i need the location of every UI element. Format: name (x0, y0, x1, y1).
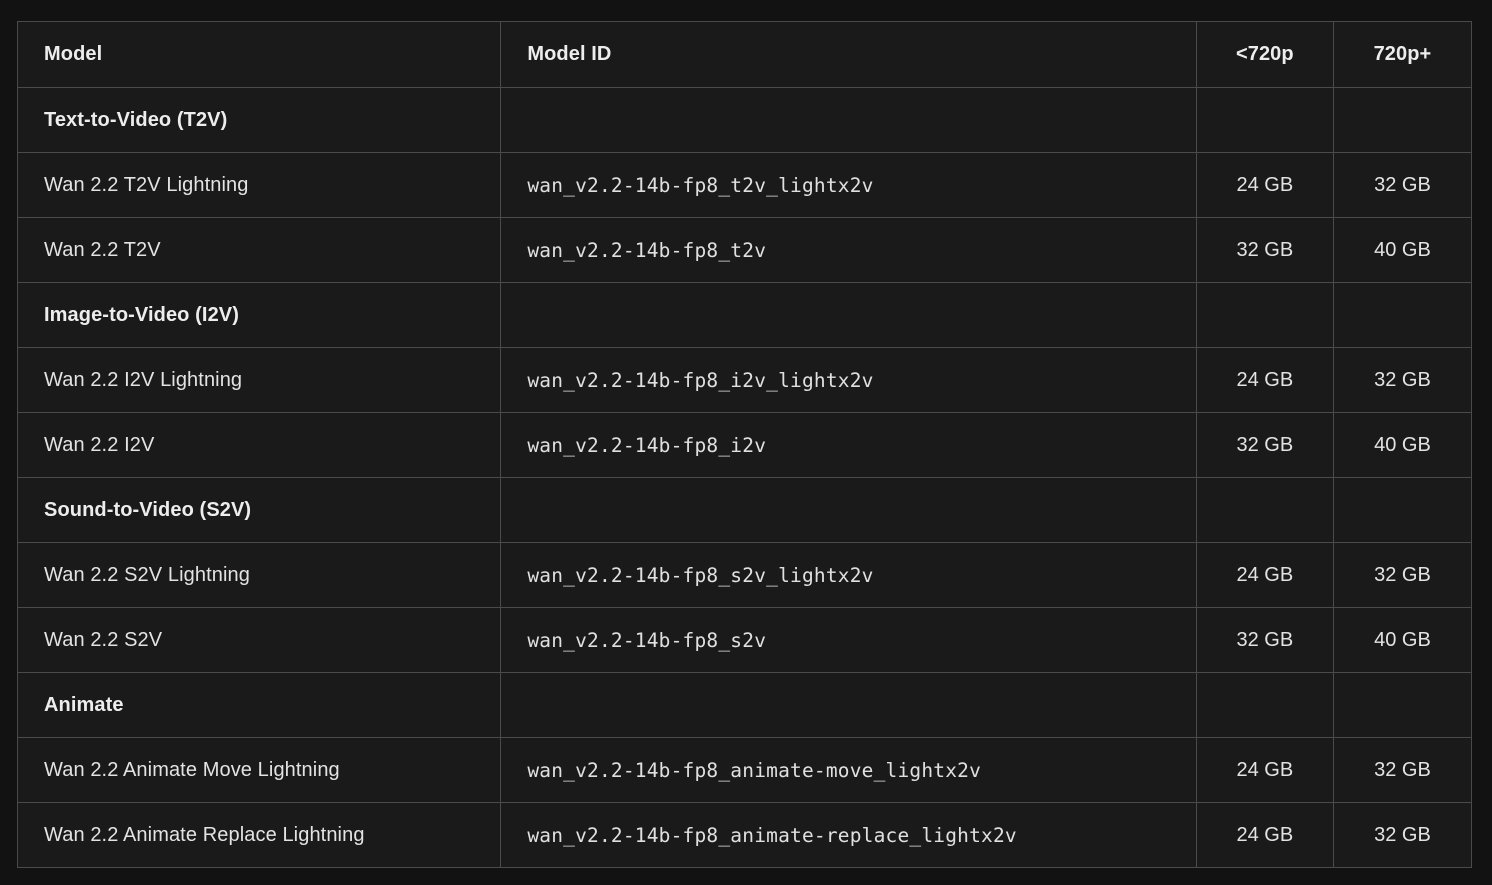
cell-model: Wan 2.2 T2V (16, 217, 502, 283)
cell-model: Wan 2.2 S2V (16, 607, 502, 673)
section-header-row: Image-to-Video (I2V) (16, 282, 1473, 348)
cell-model: Text-to-Video (T2V) (16, 87, 502, 153)
cell-vram-under-720p-empty (1195, 477, 1334, 543)
section-header-row: Sound-to-Video (S2V) (16, 477, 1473, 543)
cell-vram-720p-plus: 32 GB (1332, 542, 1473, 608)
vram-table-container: Model Model ID <720p 720p+ Text-to-Video… (16, 21, 1473, 868)
cell-model-id[interactable]: wan_v2.2-14b-fp8_animate-replace_lightx2… (500, 802, 1197, 868)
cell-vram-under-720p: 24 GB (1195, 347, 1334, 413)
cell-vram-under-720p-empty (1195, 282, 1334, 348)
cell-vram-720p-plus: 32 GB (1332, 152, 1473, 218)
cell-model: Image-to-Video (I2V) (16, 282, 502, 348)
cell-vram-720p-plus: 40 GB (1332, 217, 1473, 283)
column-header-720p-plus[interactable]: 720p+ (1332, 21, 1473, 88)
cell-vram-under-720p-empty (1195, 87, 1334, 153)
cell-model-id[interactable]: wan_v2.2-14b-fp8_t2v (500, 217, 1197, 283)
cell-vram-under-720p: 32 GB (1195, 607, 1334, 673)
cell-model: Sound-to-Video (S2V) (16, 477, 502, 543)
section-header-row: Text-to-Video (T2V) (16, 87, 1473, 153)
cell-model: Animate (16, 672, 502, 738)
column-header-under-720p[interactable]: <720p (1195, 21, 1334, 88)
cell-model-id-empty (500, 477, 1197, 543)
cell-vram-under-720p: 24 GB (1195, 152, 1334, 218)
cell-vram-720p-plus: 32 GB (1332, 737, 1473, 803)
cell-vram-under-720p: 32 GB (1195, 217, 1334, 283)
cell-vram-720p-plus-empty (1332, 477, 1473, 543)
cell-model-id[interactable]: wan_v2.2-14b-fp8_s2v (500, 607, 1197, 673)
cell-model: Wan 2.2 I2V Lightning (16, 347, 502, 413)
cell-model-id[interactable]: wan_v2.2-14b-fp8_animate-move_lightx2v (500, 737, 1197, 803)
cell-vram-720p-plus: 40 GB (1332, 607, 1473, 673)
cell-vram-under-720p: 32 GB (1195, 412, 1334, 478)
cell-model: Wan 2.2 T2V Lightning (16, 152, 502, 218)
cell-vram-720p-plus-empty (1332, 282, 1473, 348)
cell-model-id-empty (500, 282, 1197, 348)
cell-vram-under-720p: 24 GB (1195, 737, 1334, 803)
cell-vram-720p-plus: 32 GB (1332, 347, 1473, 413)
cell-model-id[interactable]: wan_v2.2-14b-fp8_i2v_lightx2v (500, 347, 1197, 413)
cell-model-id-empty (500, 87, 1197, 153)
cell-vram-720p-plus-empty (1332, 87, 1473, 153)
cell-vram-720p-plus-empty (1332, 672, 1473, 738)
cell-model-id[interactable]: wan_v2.2-14b-fp8_i2v (500, 412, 1197, 478)
cell-model: Wan 2.2 Animate Replace Lightning (16, 802, 502, 868)
model-vram-table: Model Model ID <720p 720p+ Text-to-Video… (16, 21, 1473, 868)
cell-model-id-empty (500, 672, 1197, 738)
cell-model-id[interactable]: wan_v2.2-14b-fp8_t2v_lightx2v (500, 152, 1197, 218)
cell-model: Wan 2.2 I2V (16, 412, 502, 478)
cell-vram-720p-plus: 32 GB (1332, 802, 1473, 868)
cell-model-id[interactable]: wan_v2.2-14b-fp8_s2v_lightx2v (500, 542, 1197, 608)
table-header: Model Model ID <720p 720p+ (16, 21, 1473, 88)
section-header-row: Animate (16, 672, 1473, 738)
cell-vram-under-720p: 24 GB (1195, 802, 1334, 868)
column-header-model-id[interactable]: Model ID (500, 21, 1197, 88)
cell-vram-under-720p-empty (1195, 672, 1334, 738)
cell-model: Wan 2.2 Animate Move Lightning (16, 737, 502, 803)
cell-model: Wan 2.2 S2V Lightning (16, 542, 502, 608)
table-body: Text-to-Video (T2V)Wan 2.2 T2V Lightning… (16, 87, 1473, 868)
column-header-model[interactable]: Model (16, 21, 502, 88)
cell-vram-under-720p: 24 GB (1195, 542, 1334, 608)
cell-vram-720p-plus: 40 GB (1332, 412, 1473, 478)
table-header-row: Model Model ID <720p 720p+ (16, 21, 1473, 88)
